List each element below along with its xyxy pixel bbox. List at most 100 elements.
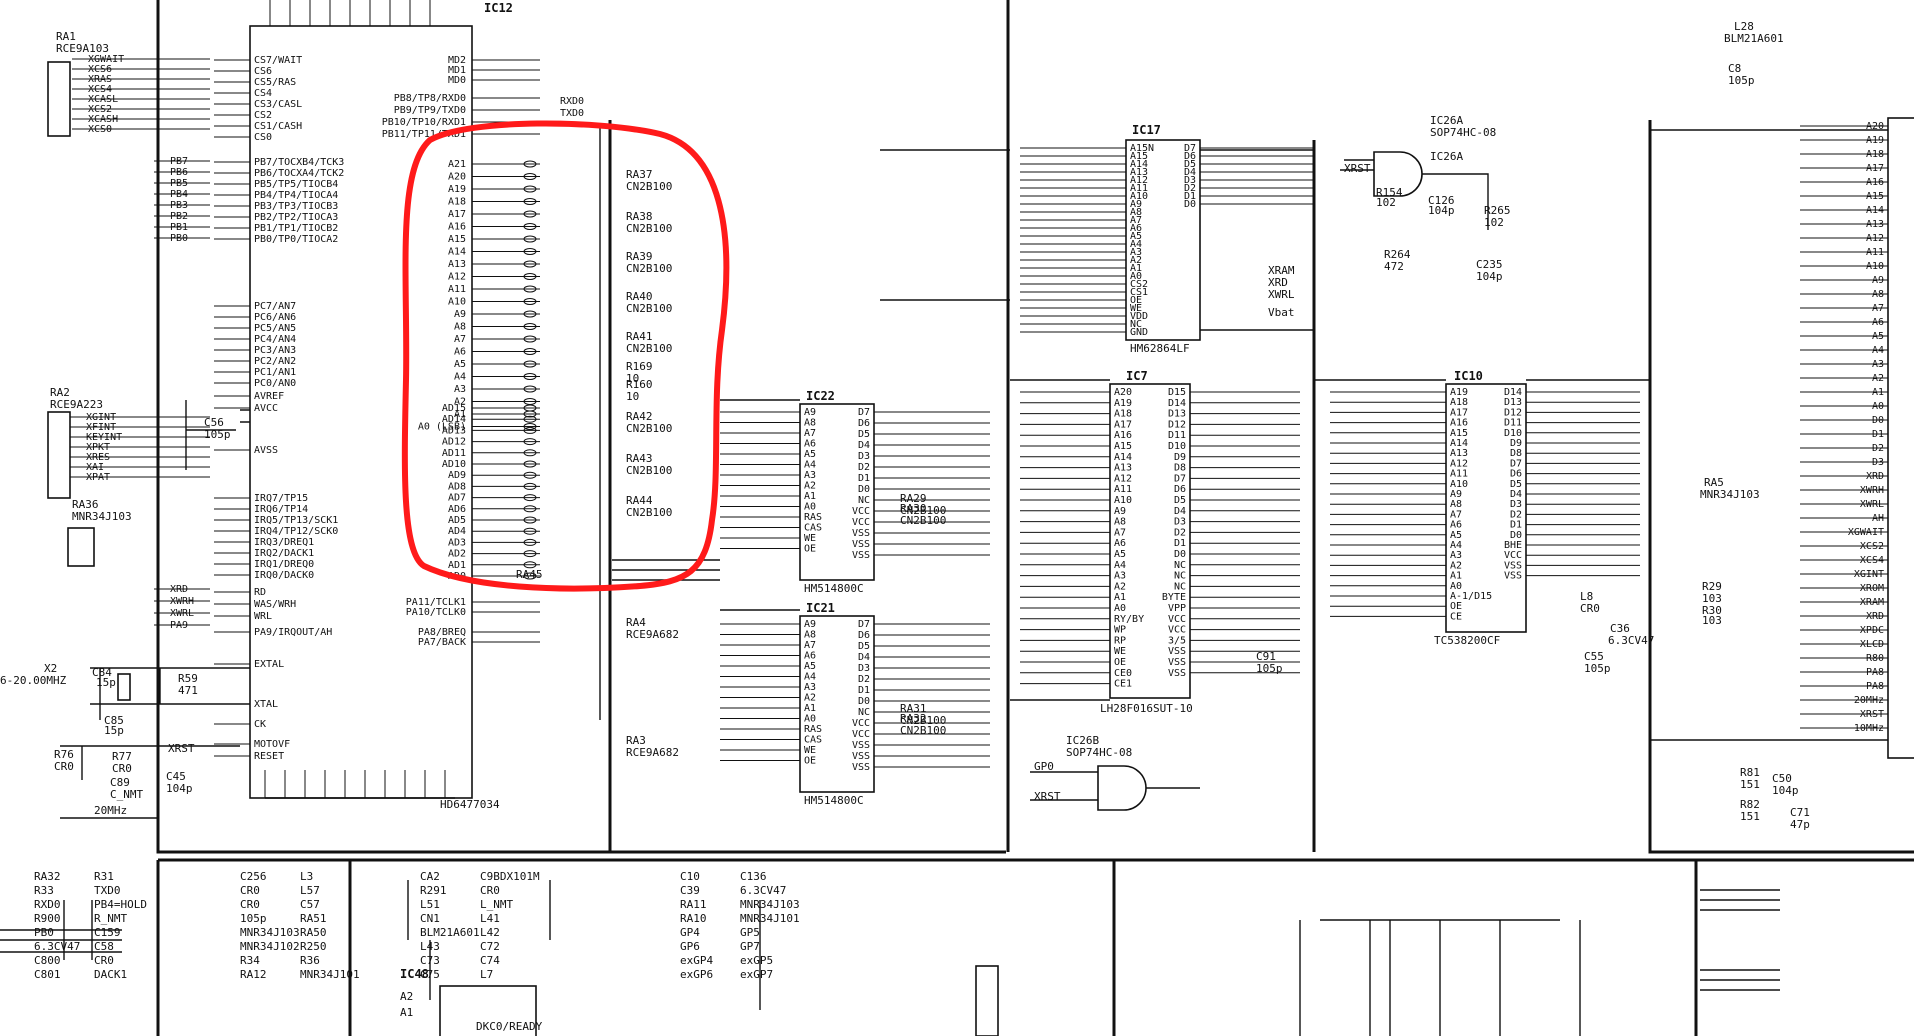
cap-c84[interactable]: C84 15p <box>92 666 116 689</box>
ra36-array[interactable]: RA36 MNR34J103 <box>67 498 132 567</box>
ic17-pin: A5 <box>1130 231 1142 242</box>
ic22-pin: D3 <box>858 451 870 462</box>
ic7-pin: D1 <box>1174 538 1186 549</box>
ic7-pin: A14 <box>1114 452 1132 463</box>
lower-label: L51 <box>420 898 440 911</box>
svg-text:IC17: IC17 <box>1132 123 1161 137</box>
resistor-element <box>523 572 537 580</box>
ic22-pin: VSS <box>852 762 870 773</box>
ic10-pin: A6 <box>1450 520 1462 531</box>
ic22-pin: A8 <box>804 630 816 641</box>
ic22-pin: A2 <box>804 481 816 492</box>
cap-c85[interactable]: C85 15p <box>104 714 124 737</box>
ic22-pin: A9 <box>804 619 816 630</box>
ic10-pin: D2 <box>1510 509 1522 520</box>
ic12-pin: A16 <box>448 222 466 233</box>
ic12-pin: AD7 <box>448 493 466 504</box>
ic10-pin: A19 <box>1450 387 1468 398</box>
ic10-pin: BHE <box>1504 540 1522 551</box>
ic48-chip[interactable]: A2 A1 DKC0/READY IC48 <box>400 967 543 1036</box>
cap-c45[interactable]: C45 104p <box>166 770 193 795</box>
part-label: 151 <box>1740 778 1760 791</box>
ic17-pin: D6 <box>1184 151 1196 162</box>
ic21-dram[interactable]: IC21 HM514800C A9A8A7A6A5A4A3A2A1A0RASCA… <box>720 601 990 807</box>
ic22-pin: D7 <box>858 619 870 630</box>
ic22-pin: WE <box>804 533 816 544</box>
ic12-pin: CS7/WAIT <box>254 55 302 66</box>
ic26b-gate[interactable]: IC26B SOP74HC-08 <box>1030 734 1200 811</box>
part-label: 105p <box>1256 662 1283 675</box>
ic12-pin: PC3/AN3 <box>254 345 296 356</box>
resistor-r76[interactable]: R76 CR0 <box>54 745 240 780</box>
part-label: R30 <box>1702 604 1722 617</box>
crystal-x2[interactable]: X2 6-20.00MHZ <box>0 662 250 720</box>
ic7-pin: D11 <box>1168 430 1186 441</box>
lower-label: R33 <box>34 884 54 897</box>
svg-text:20MHz: 20MHz <box>94 804 127 817</box>
part-label: C50 <box>1772 772 1792 785</box>
lower-label: DACK1 <box>94 968 127 981</box>
ra2-array[interactable]: RA2 RCE9A223 <box>47 386 103 499</box>
lower-label: RA11 <box>680 898 707 911</box>
ic10-pin: VSS <box>1504 571 1522 582</box>
lower-label: CA2 <box>420 870 440 883</box>
ic17-pin: D5 <box>1184 159 1196 170</box>
ic10-rom[interactable]: IC10 TC538200CF A19A18A17A16A15A14A13A12… <box>1330 369 1640 647</box>
ic12-pin: IRQ2/DACK1 <box>254 548 314 559</box>
ic22-pin: A7 <box>804 428 816 439</box>
resistor-element <box>523 423 537 430</box>
svg-text:X2: X2 <box>44 662 57 675</box>
clk-20mhz-net: 20MHz <box>60 804 158 819</box>
ic12-pin: AVSS <box>254 445 278 456</box>
resistor-element <box>523 360 537 368</box>
resistor-element <box>523 438 537 446</box>
ic7-flash[interactable]: IC7 LH28F016SUT-10 A20A19A18A17A16A15A14… <box>1020 369 1300 715</box>
serial-label: RXD0 <box>560 96 584 107</box>
ic7-pin: VCC <box>1168 625 1186 636</box>
ic12-pin: WRL <box>254 611 272 622</box>
lower-label: R34 <box>240 954 260 967</box>
ic12-pin: PB3/TP3/TIOCB3 <box>254 201 338 212</box>
resistor-element <box>523 248 537 255</box>
ic12-pin: CS5/RAS <box>254 77 296 88</box>
resistor-r59[interactable]: R59 471 <box>178 672 198 697</box>
ic17-pin: D4 <box>1184 167 1196 178</box>
ic17-sram[interactable]: IC17 HM62864LF A15NA15A14A13A12A11A10A9A… <box>1020 123 1314 355</box>
svg-text:HM62864LF: HM62864LF <box>1130 342 1190 355</box>
ra-part: CN2B100 <box>900 714 946 727</box>
ic7-pin: RP <box>1114 635 1126 646</box>
ic12-pin: CS2 <box>254 110 272 121</box>
ic12-cpu[interactable]: IC12 HD6477034 CS7/WAITCS6CS5/RASCS4CS3/… <box>214 0 540 811</box>
ic12-pin: PC0/AN0 <box>254 378 296 389</box>
ic12-pin: AD11 <box>442 448 466 459</box>
ic10-pin: A11 <box>1450 469 1468 480</box>
cap-c56[interactable]: C56 105p <box>185 400 250 470</box>
resistor-element <box>523 373 537 380</box>
ic22-pin: A5 <box>804 449 816 460</box>
svg-text:A1: A1 <box>400 1006 413 1019</box>
lower-label: R291 <box>420 884 447 897</box>
net-label: XRST <box>1034 790 1061 803</box>
ra1-array[interactable]: RA1 RCE9A103 <box>47 30 109 137</box>
ic12-pin: A14 <box>448 247 466 258</box>
svg-text:RA1: RA1 <box>56 30 76 43</box>
ic26a-gate[interactable]: IC26A SOP74HC-08 <box>1340 114 1496 230</box>
svg-text:RCE9A223: RCE9A223 <box>50 398 103 411</box>
ic22-dram[interactable]: IC22 HM514800C A9A8A7A6A5A4A3A2A1A0RASCA… <box>720 389 990 595</box>
ic7-pin: A5 <box>1114 549 1126 560</box>
ic22-pin: D4 <box>858 440 870 451</box>
svg-text:IC22: IC22 <box>806 389 835 403</box>
part-label: 104p <box>1476 270 1503 283</box>
cap-c89[interactable]: C89 C_NMT <box>110 776 143 801</box>
ic22-pin: D7 <box>858 407 870 418</box>
lower-wiring <box>0 880 1780 1036</box>
ic7-pin: D3 <box>1174 517 1186 528</box>
ic12-pin: A3 <box>454 384 466 395</box>
ic7-pin: D8 <box>1174 463 1186 474</box>
resistor-r77[interactable]: R77 CR0 <box>112 750 132 775</box>
cn1-connector[interactable] <box>975 965 999 1036</box>
resistor-element <box>523 335 537 343</box>
ic7-pin: A15 <box>1114 441 1132 452</box>
ic7-pin: D6 <box>1174 484 1186 495</box>
part-label: R264 <box>1384 248 1411 261</box>
